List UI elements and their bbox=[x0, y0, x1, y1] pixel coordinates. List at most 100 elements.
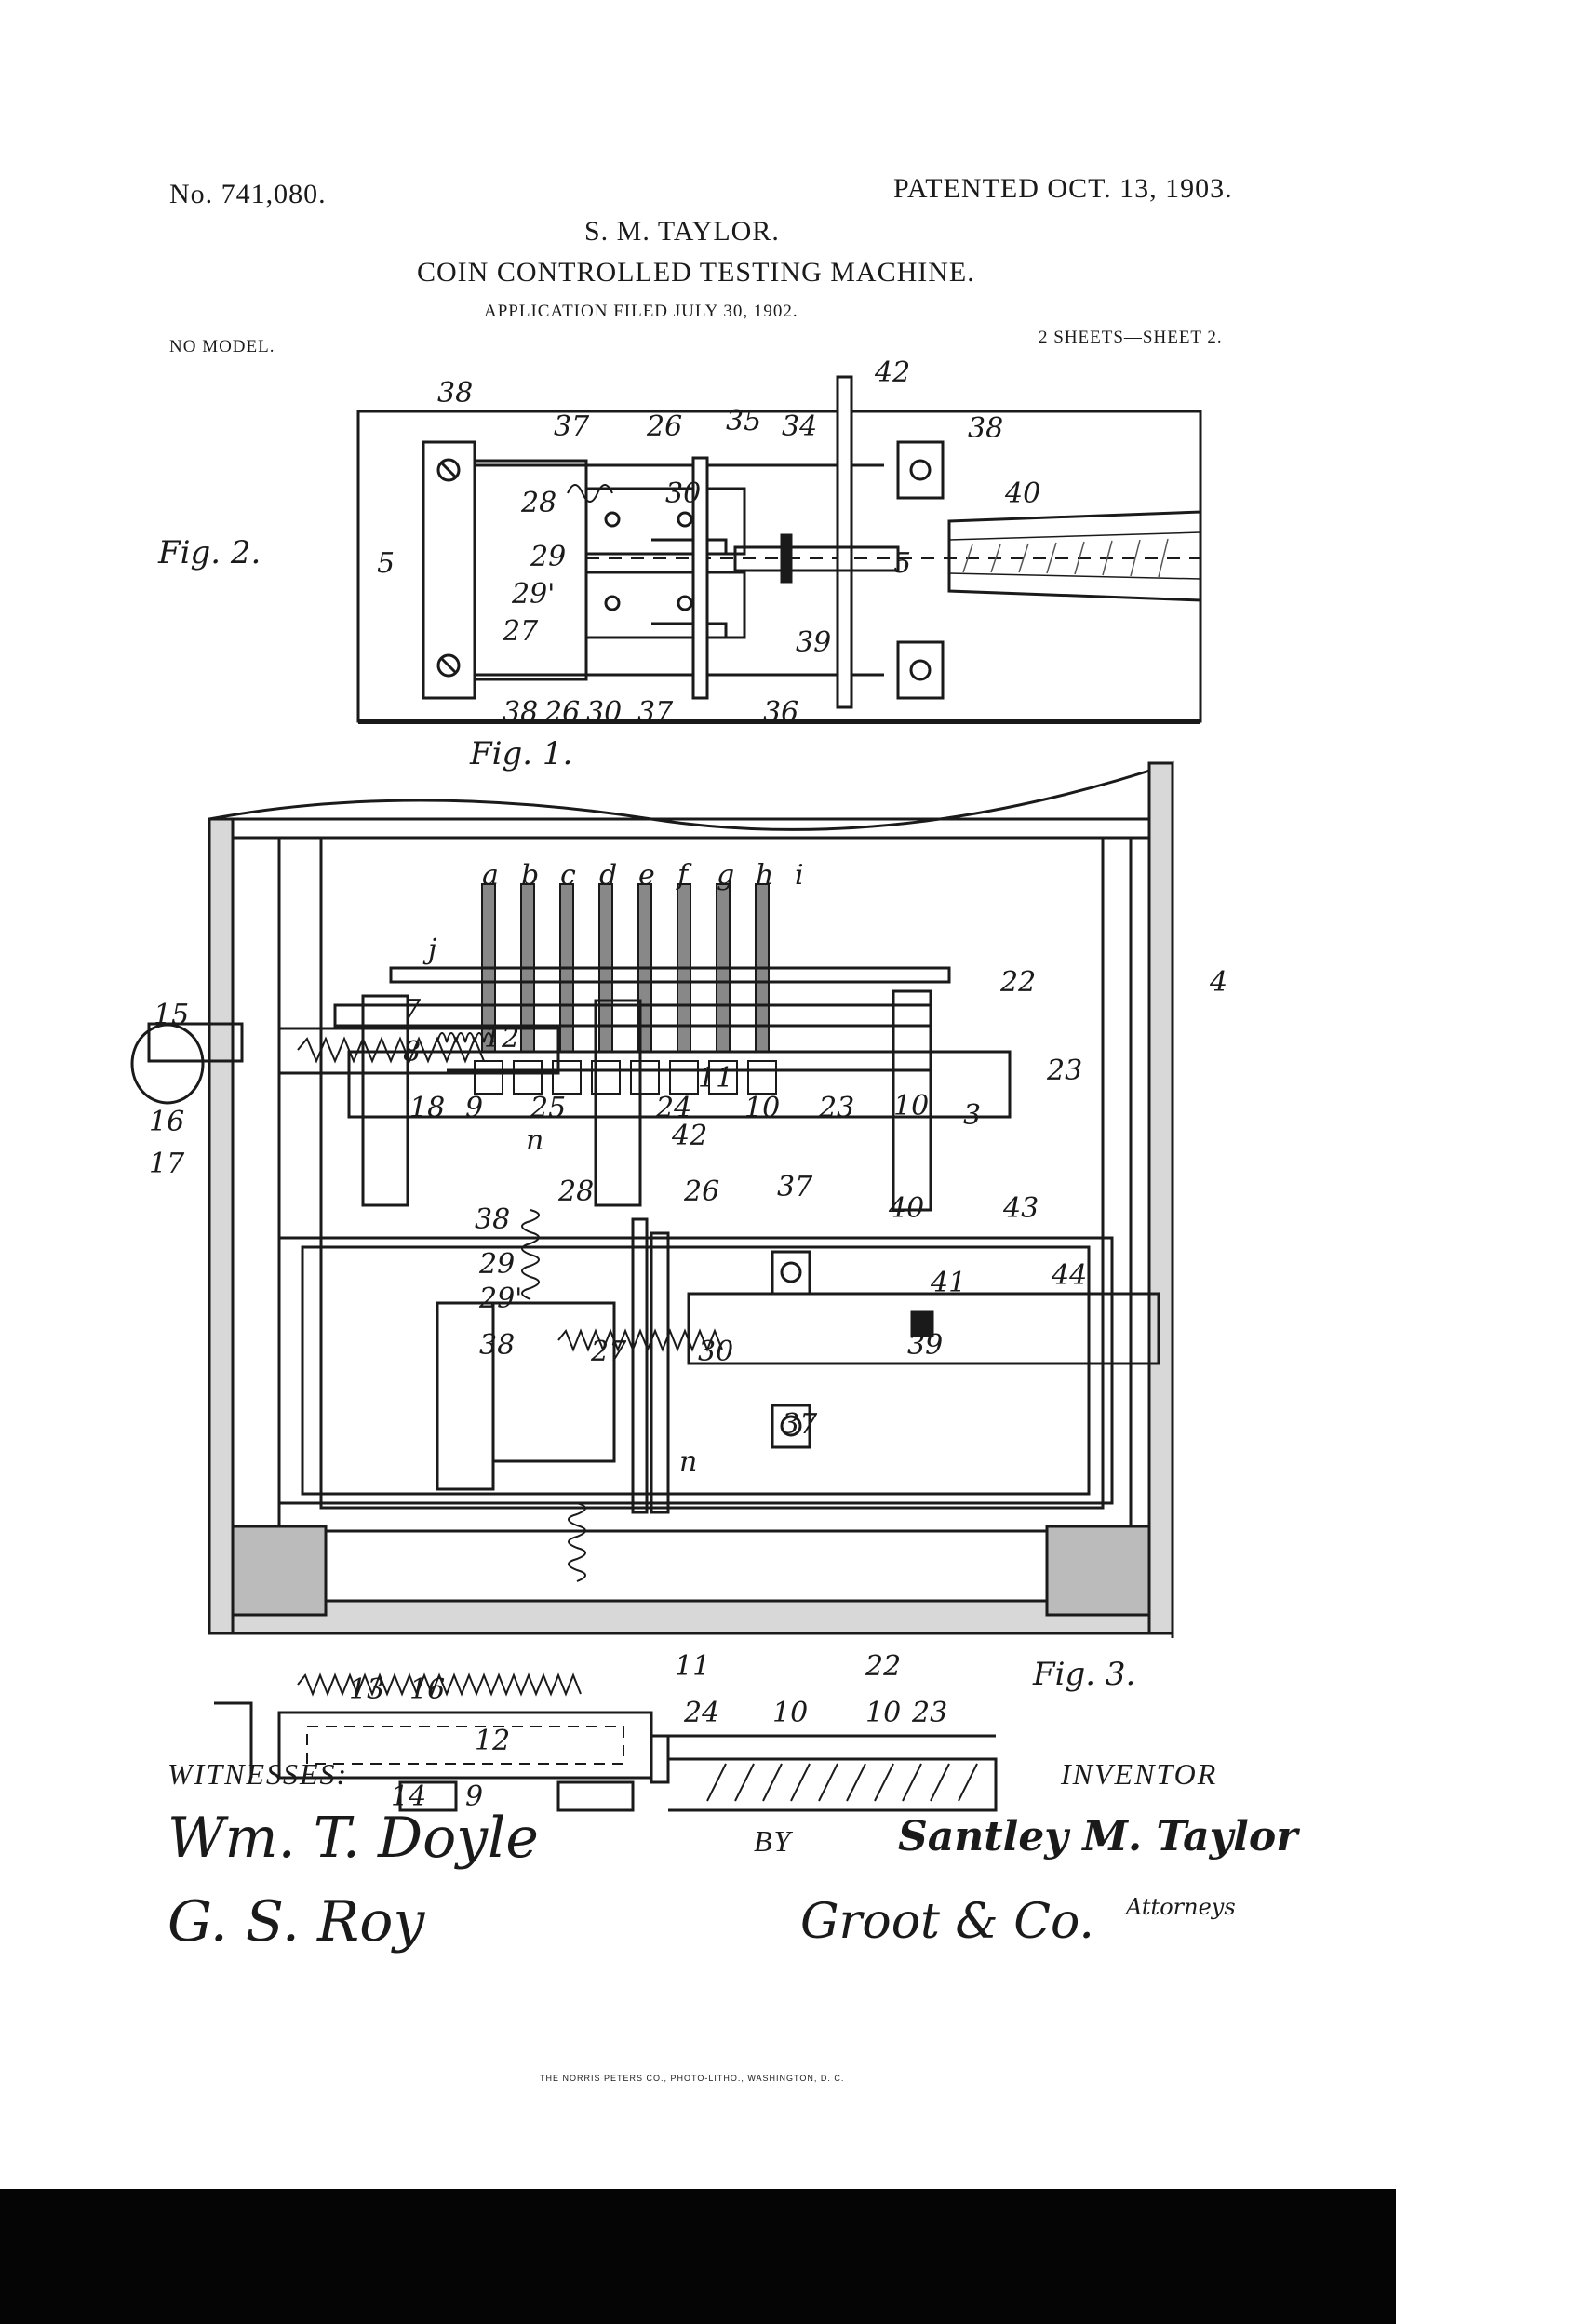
inventor-label: INVENTOR bbox=[1061, 1757, 1218, 1791]
fig1-label: Fig. 1. bbox=[470, 735, 573, 772]
fig1-ref: 28 bbox=[557, 1175, 594, 1208]
fig2-ref: 36 bbox=[763, 696, 798, 729]
fig1-ref: n bbox=[679, 1445, 697, 1478]
witnesses-label: WITNESSES: bbox=[168, 1757, 349, 1791]
witness-signature-1: Wm. T. Doyle bbox=[168, 1806, 539, 1871]
fig2-ref: 29' bbox=[511, 578, 555, 611]
inventor-signature: Santley M. Taylor bbox=[898, 1813, 1298, 1861]
fig2-ref: 38 bbox=[437, 377, 473, 410]
fig2-ref: 29 bbox=[530, 541, 566, 573]
fig1-ref: 44 bbox=[1051, 1259, 1087, 1292]
fig1-ref: d bbox=[599, 859, 617, 892]
fig1-ref: 27 bbox=[590, 1336, 627, 1368]
fig1-ref: 18 bbox=[409, 1092, 445, 1124]
fig2-ref: 38 bbox=[503, 696, 538, 729]
fig1-ref: 38 bbox=[479, 1329, 515, 1362]
fig1-ref: 3 bbox=[963, 1099, 981, 1132]
fig3-ref: 10 bbox=[865, 1697, 901, 1729]
attorney-signature: Groot & Co. bbox=[800, 1894, 1094, 1950]
fig1-ref: 9 bbox=[465, 1092, 483, 1124]
fig1-ref: n bbox=[526, 1124, 543, 1157]
fig1-ref: 11 bbox=[698, 1062, 733, 1095]
fig2-ref: 40 bbox=[1004, 477, 1040, 510]
fig2-ref: 27 bbox=[502, 615, 539, 648]
fig2-ref: 38 bbox=[968, 412, 1003, 445]
fig3-ref: 12 bbox=[475, 1725, 510, 1757]
fig1-ref: 23 bbox=[1046, 1055, 1082, 1087]
inventor-name-header: S. M. TAYLOR. bbox=[584, 216, 780, 247]
fig2-ref: 30 bbox=[586, 696, 622, 729]
fig1-ref: 10 bbox=[893, 1090, 929, 1122]
fig1-ref: 10 bbox=[744, 1092, 780, 1124]
fig3-ref: 11 bbox=[675, 1650, 710, 1683]
by-label: BY bbox=[754, 1824, 793, 1858]
fig2-ref: 5 bbox=[893, 547, 911, 580]
model-note: NO MODEL. bbox=[169, 337, 275, 356]
fig1-ref: 25 bbox=[530, 1092, 566, 1124]
fig3-ref: 24 bbox=[683, 1697, 719, 1729]
fig1-ref: 37 bbox=[782, 1408, 818, 1441]
fig2-ref: 5 bbox=[377, 547, 395, 580]
fig1-ref: 8 bbox=[403, 1036, 421, 1068]
fig3-ref: 10 bbox=[772, 1697, 808, 1729]
fig1-ref: 26 bbox=[683, 1175, 719, 1208]
fig1-ref: j bbox=[422, 934, 436, 966]
fig1-ref: 38 bbox=[475, 1203, 510, 1236]
fig1-ref: 15 bbox=[154, 999, 189, 1031]
fig2-label: Fig. 2. bbox=[157, 534, 261, 571]
fig1-ref: 30 bbox=[698, 1336, 733, 1368]
fig1-ref: 24 bbox=[655, 1092, 691, 1124]
fig2-ref: 26 bbox=[543, 696, 580, 729]
sheet-count: 2 SHEETS—SHEET 2. bbox=[1039, 328, 1223, 347]
fig1-ref: e bbox=[638, 859, 655, 892]
fig1-ref: 39 bbox=[907, 1329, 943, 1362]
fig1-ref: i bbox=[795, 859, 804, 892]
fig3-ref: 9 bbox=[465, 1780, 483, 1813]
fig2-ref: 35 bbox=[726, 405, 761, 437]
fig3-ref: 22 bbox=[865, 1650, 901, 1683]
fig1-ref: 37 bbox=[777, 1171, 813, 1203]
fig2-ref: 37 bbox=[637, 696, 674, 729]
printer-credit: THE NORRIS PETERS CO., PHOTO-LITHO., WAS… bbox=[540, 2074, 845, 2083]
fig1-ref: 43 bbox=[1002, 1192, 1039, 1225]
patent-title: COIN CONTROLLED TESTING MACHINE. bbox=[417, 257, 975, 288]
fig3-ref: 13 bbox=[349, 1673, 384, 1706]
fig1-ref: a bbox=[482, 859, 499, 892]
patent-date: PATENTED OCT. 13, 1903. bbox=[893, 173, 1233, 204]
fig2-ref: 42 bbox=[874, 356, 910, 389]
fig3-label: Fig. 3. bbox=[1032, 1656, 1135, 1693]
fig1-ref: 17 bbox=[149, 1148, 185, 1180]
fig1-ref: 7 bbox=[403, 994, 422, 1027]
fig1-ref: 29' bbox=[478, 1283, 522, 1315]
figure-2-drawing: 38 37 26 35 34 42 38 40 28 30 5 29 5 29'… bbox=[157, 356, 1202, 729]
fig2-ref: 26 bbox=[646, 410, 682, 443]
fig1-ref: b bbox=[521, 859, 539, 892]
figure-3-drawing: 11 22 13 16 24 10 10 23 12 14 9 Fig. 3. bbox=[214, 1650, 1135, 1813]
fig1-ref: 42 bbox=[671, 1120, 707, 1152]
fig2-ref: 34 bbox=[782, 410, 817, 443]
fig1-ref: 40 bbox=[888, 1192, 924, 1225]
fig1-ref: 23 bbox=[818, 1092, 854, 1124]
fig1-ref: 22 bbox=[999, 966, 1036, 999]
fig1-ref: c bbox=[560, 859, 576, 892]
fig2-ref: 28 bbox=[520, 487, 556, 519]
fig2-ref: 30 bbox=[665, 477, 701, 510]
fig1-ref: 12 bbox=[484, 1022, 519, 1055]
fig1-ref: 4 bbox=[1209, 966, 1227, 999]
fig2-ref: 39 bbox=[796, 626, 831, 659]
witness-signature-2: G. S. Roy bbox=[168, 1889, 425, 1955]
fig1-ref: 41 bbox=[930, 1267, 966, 1299]
fig1-ref: 29 bbox=[478, 1248, 515, 1281]
fig1-ref: h bbox=[756, 859, 773, 892]
figure-1-drawing: a b c d e f g h i j 4 7 8 12 22 23 15 11… bbox=[130, 760, 1227, 1638]
fig2-ref: 37 bbox=[554, 410, 590, 443]
patent-number: No. 741,080. bbox=[169, 179, 327, 209]
fig3-ref: 14 bbox=[391, 1780, 426, 1813]
fig1-ref: g bbox=[717, 859, 734, 892]
scan-border bbox=[0, 2189, 1396, 2324]
filing-date: APPLICATION FILED JULY 30, 1902. bbox=[484, 302, 798, 321]
fig3-ref: 23 bbox=[911, 1697, 947, 1729]
fig3-ref: 16 bbox=[409, 1673, 445, 1706]
fig1-ref: 16 bbox=[149, 1106, 184, 1138]
attorney-label: Attorneys bbox=[1126, 1894, 1236, 1920]
